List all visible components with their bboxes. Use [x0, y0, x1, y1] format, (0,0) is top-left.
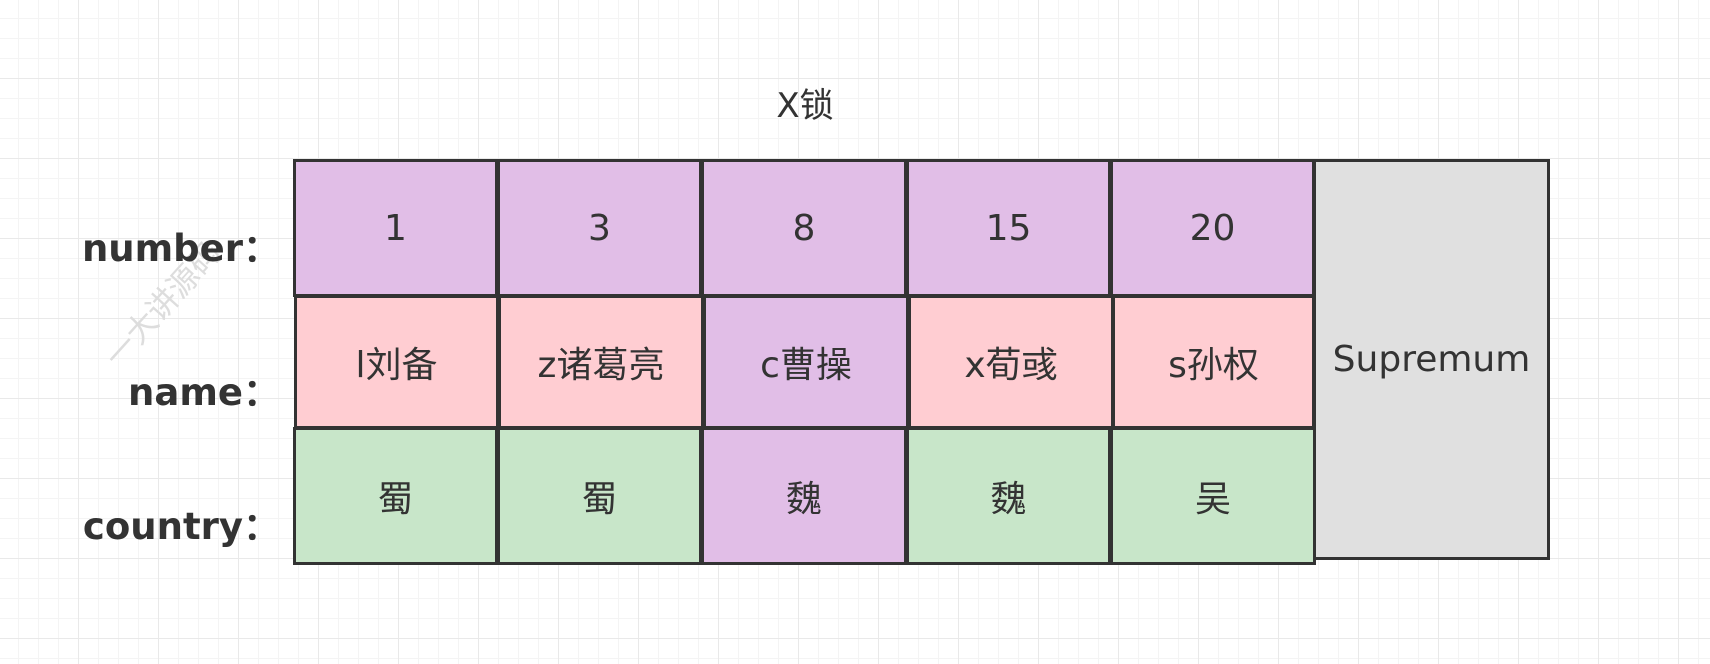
country-cell: 蜀 [497, 427, 702, 565]
country-cell: 魏 [906, 427, 1111, 565]
supremum-cell: Supremum [1313, 159, 1550, 560]
row-label-number: number： [81, 227, 280, 270]
number-cell: 3 [497, 159, 702, 297]
name-cell: l刘备 [294, 295, 499, 429]
name-cell-locked: c曹操 [703, 295, 909, 429]
row-label-name: name： [128, 371, 280, 414]
number-cell: 8 [701, 159, 907, 297]
row-label-country: country： [82, 505, 280, 548]
diagram-title: X锁 [776, 86, 834, 126]
number-cell: 15 [906, 159, 1111, 297]
name-cell: z诸葛亮 [498, 295, 704, 429]
name-cell: s孙权 [1112, 295, 1315, 429]
name-cell: x荀彧 [908, 295, 1114, 429]
number-cell: 20 [1110, 159, 1315, 297]
number-cell: 1 [293, 159, 498, 297]
country-cell: 蜀 [293, 427, 498, 565]
country-cell-locked: 魏 [701, 427, 907, 565]
country-cell: 吴 [1110, 427, 1316, 565]
